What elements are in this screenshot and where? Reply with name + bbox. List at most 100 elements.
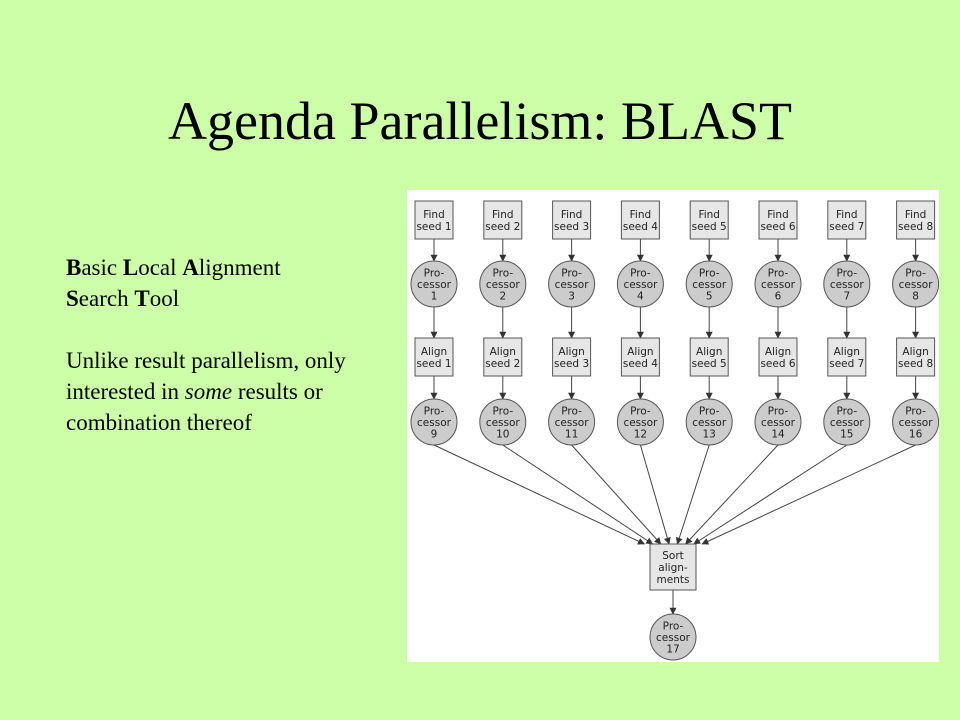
node-label-line: cessor <box>555 279 590 291</box>
node-label-line: Pro- <box>768 267 789 279</box>
node-label-line: seed 7 <box>829 221 864 233</box>
slide-body: Basic Local Alignment Search Tool Unlike… <box>66 252 366 438</box>
node-box-shape <box>827 337 867 377</box>
node-label-line: seed 4 <box>623 358 658 370</box>
description-paragraph: Unlike result parallelism, only interest… <box>66 345 366 438</box>
node-label-line: Pro- <box>768 405 789 417</box>
node-box-shape <box>689 337 729 377</box>
node-label-line: 10 <box>496 428 509 440</box>
node-label-line: cessor <box>417 279 452 291</box>
edge-arrow <box>502 444 654 545</box>
node-label-line: seed 3 <box>554 221 589 233</box>
acronym-rest: earch <box>78 286 135 311</box>
node-label-line: cessor <box>761 417 796 429</box>
node-label-line: seed 1 <box>416 358 451 370</box>
node-label-line: Pro- <box>492 405 513 417</box>
node-label-line: Pro- <box>492 267 513 279</box>
node-circle-shape <box>649 613 697 661</box>
node-label-line: Pro- <box>424 405 445 417</box>
node-label-line: cessor <box>692 417 727 429</box>
description-before: Unlike result parallelism, only interest… <box>66 348 346 404</box>
node-label-line: seed 2 <box>485 358 520 370</box>
paragraph-gap <box>66 314 366 345</box>
acronym-line-2: Search Tool <box>66 283 366 314</box>
node-label-line: Pro- <box>561 405 582 417</box>
node-label-line: Align <box>834 346 860 358</box>
node-label-line: Pro- <box>836 267 857 279</box>
node-label-line: cessor <box>555 417 590 429</box>
node-label-line: 11 <box>565 428 578 440</box>
node-label-line: seed 6 <box>760 221 795 233</box>
node-circle-shape <box>685 398 733 446</box>
node-label-line: seed 1 <box>416 221 451 233</box>
node-circle-shape <box>410 260 458 308</box>
node-label-line: Find <box>698 209 720 221</box>
node-label-line: 16 <box>909 428 923 440</box>
node-label-line: seed 5 <box>692 358 727 370</box>
acronym-initial: T <box>134 286 150 311</box>
node-box-shape <box>758 337 798 377</box>
node-label-line: cessor <box>623 279 658 291</box>
node-box-shape <box>552 337 592 377</box>
node-box-shape <box>620 200 660 240</box>
node-label-line: Pro- <box>699 405 720 417</box>
slide-title: Agenda Parallelism: BLAST <box>168 91 792 151</box>
node-label-line: cessor <box>830 417 865 429</box>
acronym-initial: B <box>66 255 82 280</box>
node-label-line: Pro- <box>836 405 857 417</box>
node-label-line: seed 3 <box>554 358 589 370</box>
node-box-shape <box>689 200 729 240</box>
node-circle-shape <box>892 260 939 308</box>
node-box-shape <box>758 200 798 240</box>
node-circle-shape <box>616 398 664 446</box>
node-box-shape <box>649 543 697 591</box>
node-label-line: seed 6 <box>760 358 795 370</box>
edge-arrow <box>675 444 710 545</box>
node-circle-shape <box>479 260 527 308</box>
node-label-line: Find <box>561 209 583 221</box>
node-box-shape <box>896 200 936 240</box>
node-label-line: Align <box>765 346 791 358</box>
node-label-line: cessor <box>899 417 934 429</box>
node-label-line: 17 <box>666 643 679 655</box>
node-label-line: seed 5 <box>692 221 727 233</box>
node-circle-shape <box>892 398 939 446</box>
node-label-line: Find <box>767 209 789 221</box>
node-label-line: Pro- <box>663 620 684 632</box>
node-circle-shape <box>410 398 458 446</box>
node-label-line: Pro- <box>630 405 651 417</box>
node-label-line: Find <box>492 209 514 221</box>
acronym-rest: asic <box>81 255 123 280</box>
node-circle-shape <box>754 260 802 308</box>
node-label-line: 12 <box>634 428 647 440</box>
node-box-shape <box>827 200 867 240</box>
node-label-line: cessor <box>623 417 658 429</box>
node-label-line: cessor <box>761 279 796 291</box>
acronym-rest: ool <box>149 286 180 311</box>
node-label-line: 2 <box>499 290 506 302</box>
node-label-line: cessor <box>486 417 521 429</box>
edge-arrow <box>433 444 645 545</box>
node-box-shape <box>414 337 454 377</box>
description-after: results or combination thereof <box>66 379 323 435</box>
node-circle-shape <box>548 398 596 446</box>
edge-arrow <box>639 444 671 545</box>
node-box-shape <box>896 337 936 377</box>
